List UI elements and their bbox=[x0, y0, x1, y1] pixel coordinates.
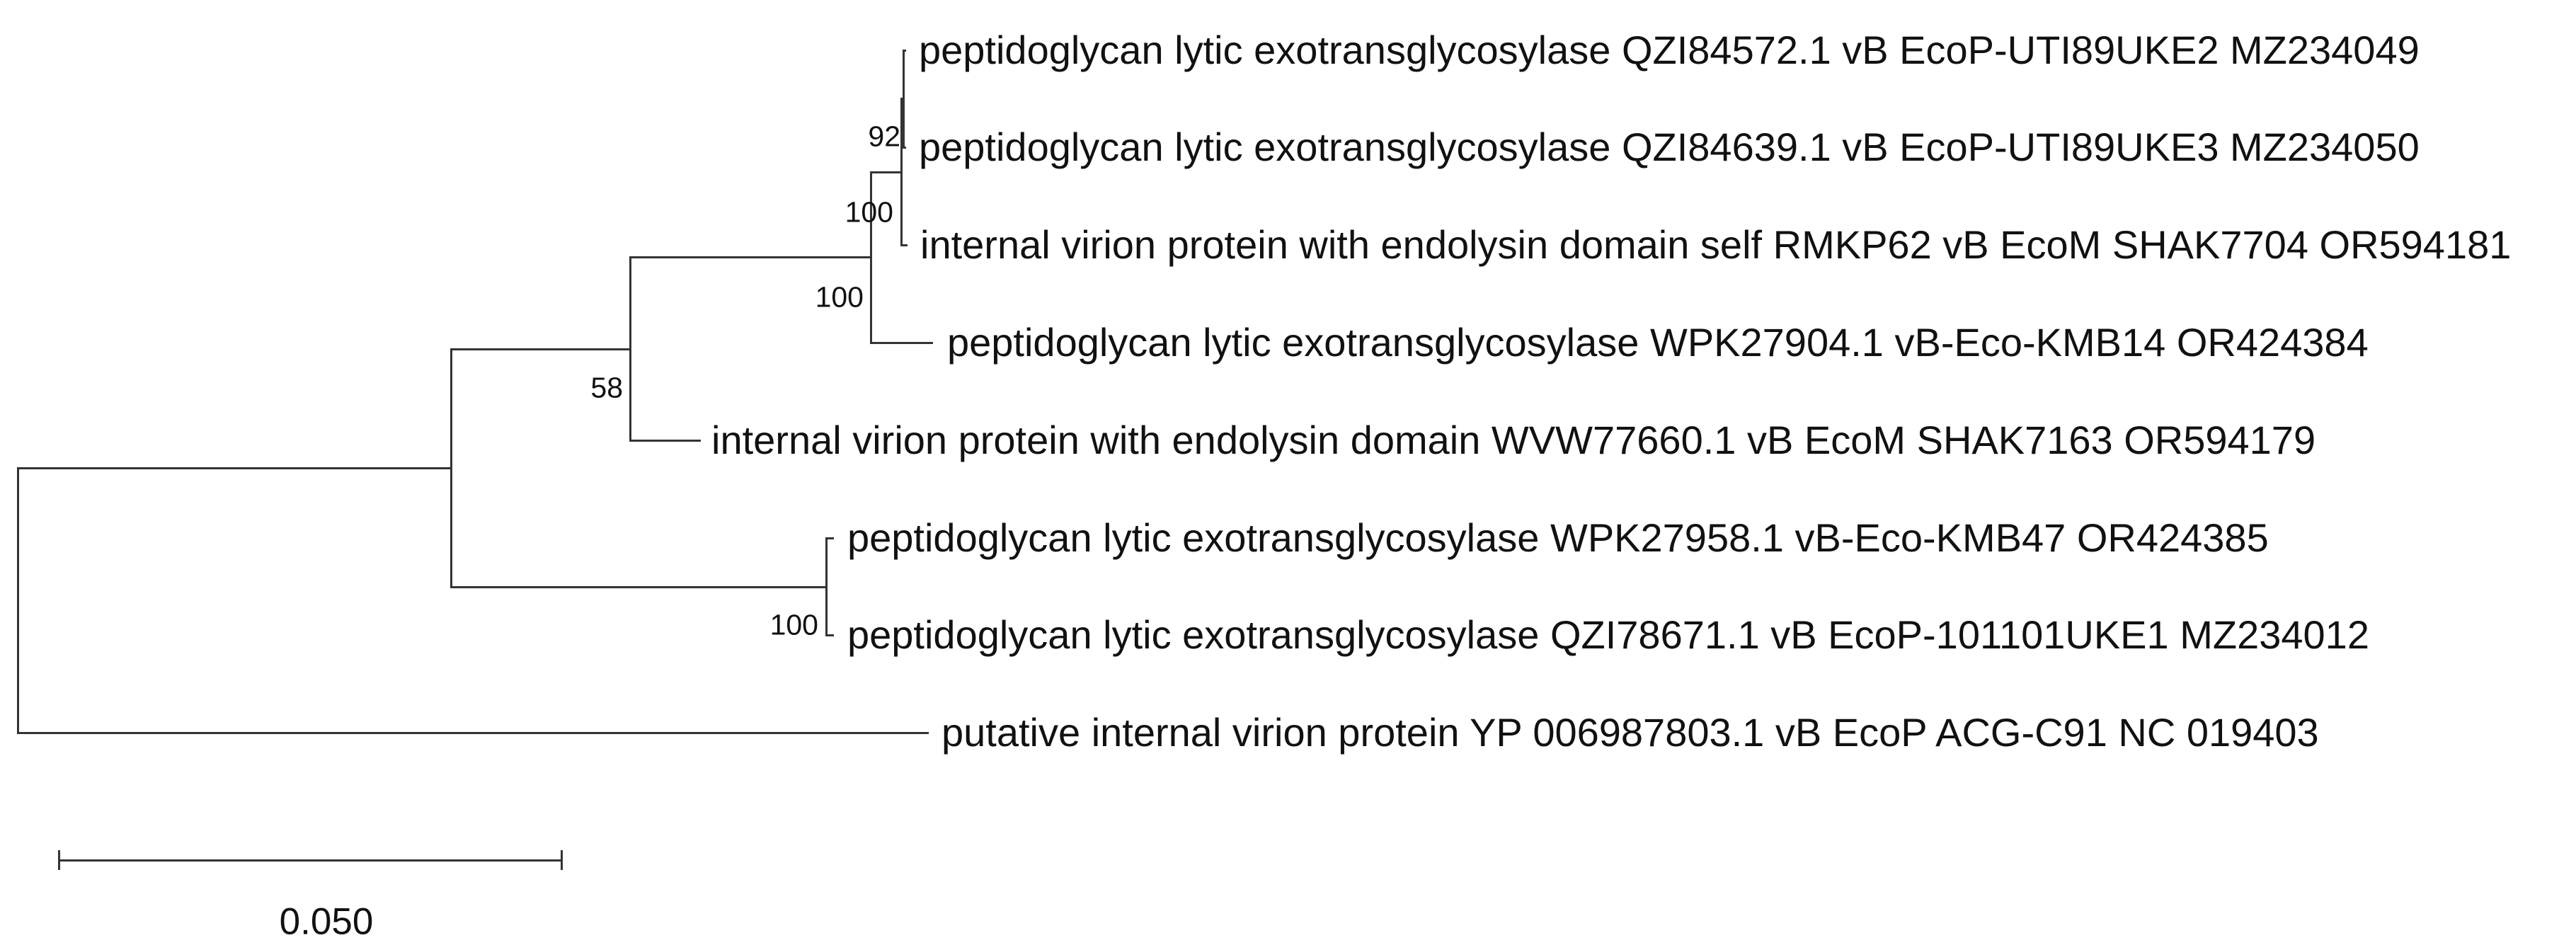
clade-bracket-bootstrap-100-kmb47 bbox=[825, 537, 828, 636]
branch-to-taxon-uti89uke2 bbox=[903, 49, 906, 52]
taxon-label-shak7704: internal virion protein with endolysin d… bbox=[920, 222, 2512, 267]
bootstrap-value-100-kmb14: 100 bbox=[815, 280, 864, 314]
clade-bracket-upper-vs-lower bbox=[450, 348, 452, 588]
clade-bracket-bootstrap-58 bbox=[629, 256, 631, 442]
branch-to-taxon-shak7163 bbox=[629, 439, 701, 442]
branch-to-taxon-uti89uke3 bbox=[903, 146, 906, 149]
scale-bar-left-tick bbox=[57, 850, 60, 870]
bootstrap-value-100-shak7704: 100 bbox=[845, 195, 893, 229]
clade-bracket-bootstrap-100-kmb14 bbox=[869, 171, 872, 344]
taxon-label-kmb14: peptidoglycan lytic exotransglycosylase … bbox=[947, 320, 2369, 365]
branch-root-to-taxon-acg-c91 bbox=[16, 731, 929, 734]
taxon-label-101101uke1: peptidoglycan lytic exotransglycosylase … bbox=[847, 612, 2369, 657]
bootstrap-value-92: 92 bbox=[868, 120, 900, 153]
branch-to-taxon-shak7704 bbox=[900, 244, 908, 246]
taxon-label-acg-c91: putative internal virion protein YP 0069… bbox=[941, 710, 2319, 755]
branch-root-to-upper-clade bbox=[16, 467, 451, 469]
root-bracket-line bbox=[16, 467, 19, 734]
taxon-label-shak7163: internal virion protein with endolysin d… bbox=[711, 418, 2316, 462]
branch-to-taxon-kmb47 bbox=[825, 537, 834, 539]
taxon-label-uti89uke3: peptidoglycan lytic exotransglycosylase … bbox=[919, 125, 2420, 169]
branch-to-clade-100-kmb14 bbox=[629, 256, 871, 258]
branch-to-taxon-101101uke1 bbox=[825, 634, 834, 636]
bootstrap-value-58: 58 bbox=[590, 371, 623, 404]
bootstrap-value-100-kmb47: 100 bbox=[769, 608, 818, 641]
taxon-label-uti89uke2: peptidoglycan lytic exotransglycosylase … bbox=[919, 28, 2420, 72]
branch-to-clade-100-shak7704 bbox=[869, 171, 903, 173]
taxon-label-kmb47: peptidoglycan lytic exotransglycosylase … bbox=[847, 515, 2269, 560]
branch-to-taxon-kmb14 bbox=[869, 341, 933, 344]
branch-to-clade-100-kmb47 bbox=[450, 585, 826, 588]
clade-bracket-bootstrap-92 bbox=[903, 49, 905, 149]
scale-bar-line bbox=[59, 859, 561, 862]
scale-bar-right-tick bbox=[560, 850, 563, 870]
scale-bar-label: 0.050 bbox=[279, 900, 374, 943]
branch-to-clade-58 bbox=[450, 348, 630, 350]
